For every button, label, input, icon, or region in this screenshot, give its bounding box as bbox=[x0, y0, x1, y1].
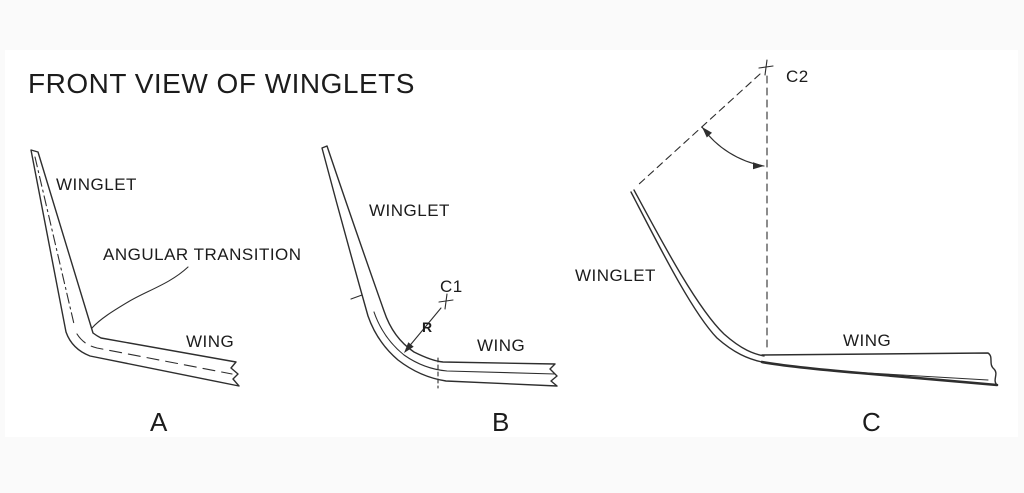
annotation-leader-line bbox=[91, 266, 189, 329]
tangent-tick bbox=[350, 294, 363, 300]
winglet-c-upper-edge bbox=[633, 189, 765, 357]
wing-a-centerline bbox=[76, 333, 233, 375]
winglet-a-centerline bbox=[34, 156, 75, 325]
page-title: FRONT VIEW OF WINGLETS bbox=[28, 68, 415, 99]
winglet-a-outline bbox=[30, 149, 240, 387]
winglet-b-label: WINGLET bbox=[369, 201, 450, 220]
winglet-b-middle-line bbox=[373, 311, 556, 375]
c1-label: C1 bbox=[440, 277, 463, 296]
winglet-b-outline bbox=[321, 145, 558, 387]
winglet-a-label: WINGLET bbox=[56, 175, 137, 194]
radius-label: R bbox=[422, 319, 432, 335]
arc-arrowhead-lower bbox=[753, 162, 764, 170]
diagram-a-letter: A bbox=[150, 407, 168, 437]
c1-cross-vertical bbox=[444, 293, 448, 310]
diagram-c-letter: C bbox=[862, 407, 881, 437]
wing-c-label: WING bbox=[843, 331, 891, 350]
wing-b-label: WING bbox=[477, 336, 525, 355]
c2-label: C2 bbox=[786, 67, 809, 86]
winglet-c-label: WINGLET bbox=[575, 266, 656, 285]
diagram-b: WINGLET C1 R WING B bbox=[321, 145, 558, 437]
winglet-c-lower-edge bbox=[630, 191, 763, 363]
diagram-a: WINGLET ANGULAR TRANSITION WING A bbox=[30, 149, 302, 437]
radius-arrowhead bbox=[404, 342, 414, 353]
c1-cross-marker bbox=[438, 293, 454, 310]
wing-c-inner-line bbox=[849, 371, 989, 381]
c2-cross-marker bbox=[758, 59, 774, 76]
c2-cross-vertical bbox=[764, 59, 768, 76]
wing-a-label: WING bbox=[186, 332, 234, 351]
diagram-b-letter: B bbox=[492, 407, 509, 437]
angular-transition-label: ANGULAR TRANSITION bbox=[103, 245, 302, 264]
radius-arrow-line bbox=[406, 307, 442, 350]
wing-c-top-edge bbox=[761, 352, 998, 386]
drawing-sheet bbox=[5, 50, 1018, 437]
diagram-c: C2 WINGLET WING C bbox=[575, 59, 999, 437]
arc-arrowhead-upper bbox=[702, 127, 712, 138]
dashed-radius-line bbox=[637, 73, 761, 186]
